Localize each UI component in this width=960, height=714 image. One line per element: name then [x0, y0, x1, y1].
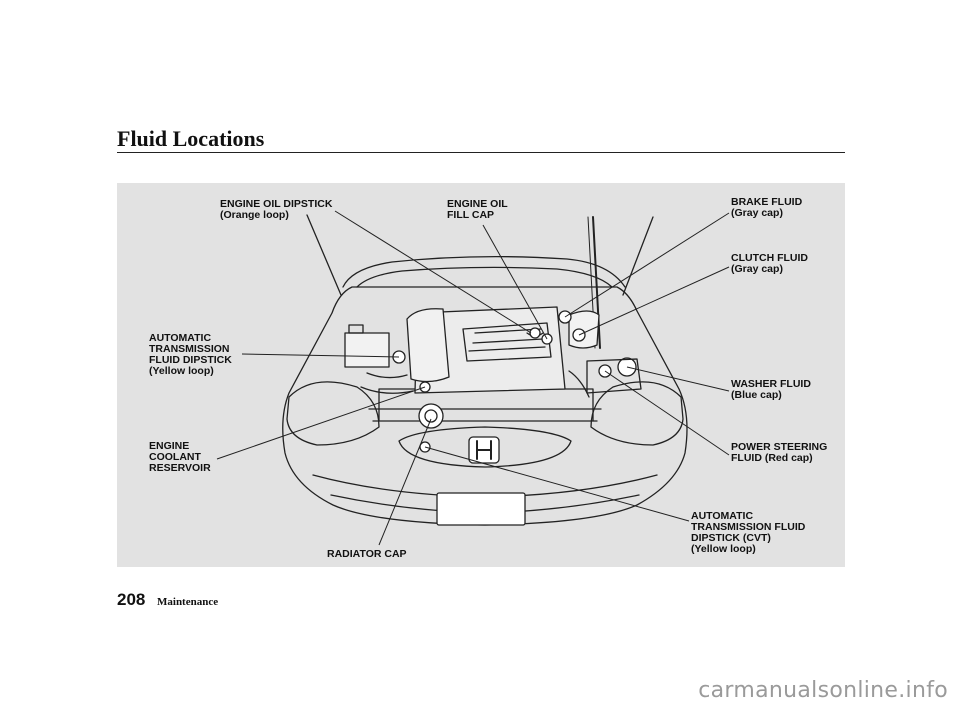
label-clutch-fluid: CLUTCH FLUID (Gray cap) [731, 252, 808, 275]
headlight-left [286, 381, 380, 446]
leader-radiator-cap [378, 418, 432, 546]
leader-power-steering [604, 370, 730, 456]
label-washer-fluid: WASHER FLUID (Blue cap) [731, 378, 811, 401]
section-name: Maintenance [157, 596, 219, 608]
label-engine-oil-dipstick: ENGINE OIL DIPSTICK (Orange loop) [220, 198, 333, 221]
battery [344, 332, 390, 368]
hood-strut-left [306, 214, 342, 296]
leader-clutch-fluid [578, 266, 730, 336]
grille [398, 426, 572, 468]
hood-strut-right [622, 216, 654, 296]
page-number: 208 [117, 590, 146, 609]
car-body [282, 286, 688, 526]
leader-cvt-dipstick [424, 446, 690, 522]
engine-bay-illustration [216, 210, 730, 546]
leader-atf-dipstick [241, 353, 400, 358]
headlight-right [590, 381, 684, 446]
leader-engine-oil-fill-cap [482, 224, 548, 340]
page-title: Fluid Locations [117, 126, 265, 151]
title-rule [117, 152, 845, 153]
honda-logo-icon [468, 436, 500, 464]
label-radiator-cap: RADIATOR CAP [327, 548, 407, 560]
label-engine-oil-fill-cap: ENGINE OIL FILL CAP [447, 198, 508, 221]
leader-engine-oil-dipstick [334, 210, 532, 334]
license-plate [436, 492, 526, 526]
label-brake-fluid: BRAKE FLUID (Gray cap) [731, 196, 803, 219]
air-intake [406, 308, 450, 383]
label-atf-dipstick: AUTOMATIC TRANSMISSION FLUID DIPSTICK (Y… [149, 332, 232, 377]
leader-coolant-reservoir [216, 386, 426, 460]
engine-bay-figure: ENGINE OIL DIPSTICK (Orange loop) ENGINE… [117, 183, 845, 567]
label-cvt-dipstick: AUTOMATIC TRANSMISSION FLUID DIPSTICK (C… [691, 510, 806, 555]
label-coolant-reservoir: ENGINE COOLANT RESERVOIR [149, 440, 211, 474]
leader-brake-fluid [564, 212, 730, 318]
watermark: carmanualsonline.info [698, 678, 948, 703]
label-power-steering-fluid: POWER STEERING FLUID (Red cap) [731, 441, 828, 464]
leader-washer-fluid [626, 366, 730, 392]
